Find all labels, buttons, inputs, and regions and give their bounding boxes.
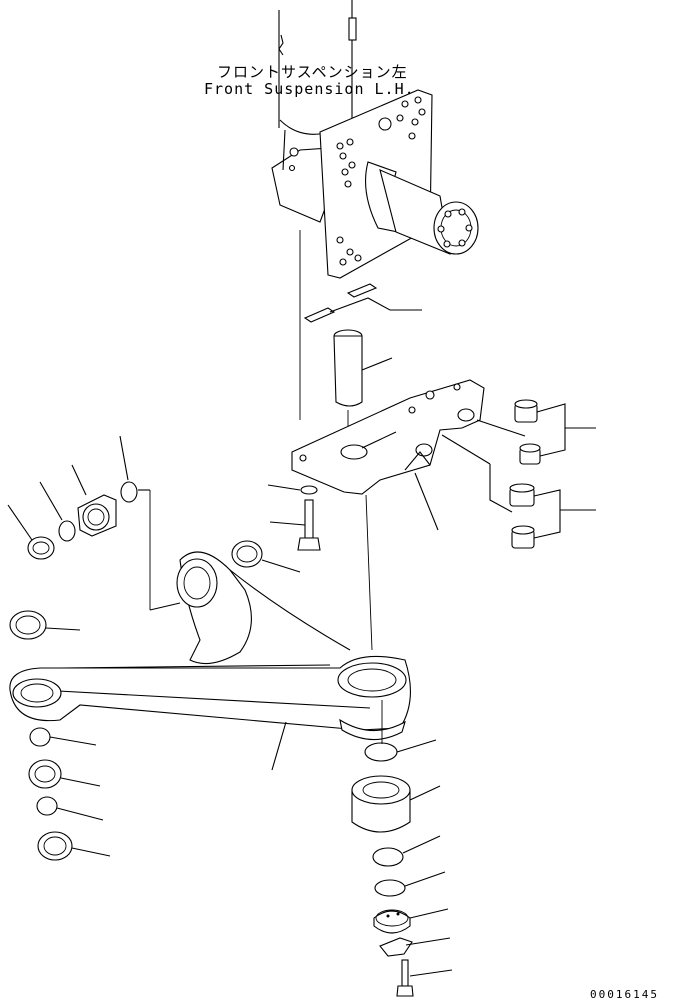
lower-arm [9,489,411,771]
washer-and-bolt [267,484,321,551]
right-lower-stack [351,700,453,997]
bushings-right [509,399,596,549]
knuckle-pin [299,230,393,445]
left-parts-stack [7,435,301,861]
assembly-title-en: Front Suspension L.H. [204,80,415,98]
spindle [365,161,479,255]
assembly-title-jp: フロントサスペンション左 [217,63,408,81]
drawing-id: 00016145 [590,988,659,1001]
suspension-bracket [291,379,526,531]
shim-keys [303,283,422,323]
